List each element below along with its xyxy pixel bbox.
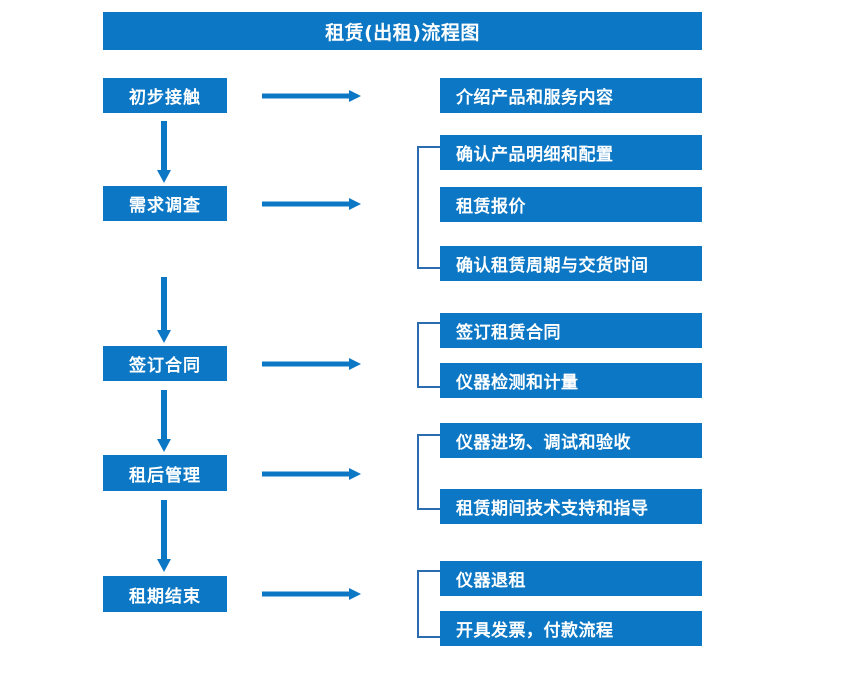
task-box-4[interactable]: 确认租赁周期与交货时间 [440, 246, 702, 281]
arrow-stage-4-to-stage-5 [155, 500, 173, 572]
bracket-group-contract [417, 322, 440, 388]
stage-box-5[interactable]: 租期结束 [103, 576, 227, 612]
arrow-stage-3-to-tasks [262, 356, 361, 370]
arrow-stage-5-to-tasks [262, 586, 361, 600]
stage-box-3[interactable]: 签订合同 [103, 346, 227, 381]
stage-box-2[interactable]: 需求调查 [103, 186, 227, 221]
task-box-1[interactable]: 介绍产品和服务内容 [440, 78, 702, 113]
task-box-8[interactable]: 租赁期间技术支持和指导 [440, 489, 702, 524]
bracket-group-requirement [417, 146, 440, 269]
task-box-5[interactable]: 签订租赁合同 [440, 313, 702, 348]
bracket-group-end-of-term [417, 570, 440, 638]
task-box-9[interactable]: 仪器退租 [440, 561, 702, 596]
page-title: 租赁(出租)流程图 [103, 12, 702, 50]
arrow-stage-3-to-stage-4 [155, 390, 173, 452]
stage-box-4[interactable]: 租后管理 [103, 455, 227, 491]
stage-box-1[interactable]: 初步接触 [103, 78, 227, 113]
task-box-3[interactable]: 租赁报价 [440, 187, 702, 222]
arrow-stage-1-to-tasks [262, 88, 361, 102]
arrow-stage-2-to-tasks [262, 196, 361, 210]
task-box-6[interactable]: 仪器检测和计量 [440, 363, 702, 398]
arrow-stage-2-to-stage-3 [155, 277, 173, 343]
bracket-group-post-rental [417, 434, 440, 510]
task-box-7[interactable]: 仪器进场、调试和验收 [440, 423, 702, 458]
task-box-2[interactable]: 确认产品明细和配置 [440, 135, 702, 170]
task-box-10[interactable]: 开具发票，付款流程 [440, 611, 702, 646]
arrow-stage-4-to-tasks [262, 466, 361, 480]
arrow-stage-1-to-stage-2 [155, 121, 173, 183]
